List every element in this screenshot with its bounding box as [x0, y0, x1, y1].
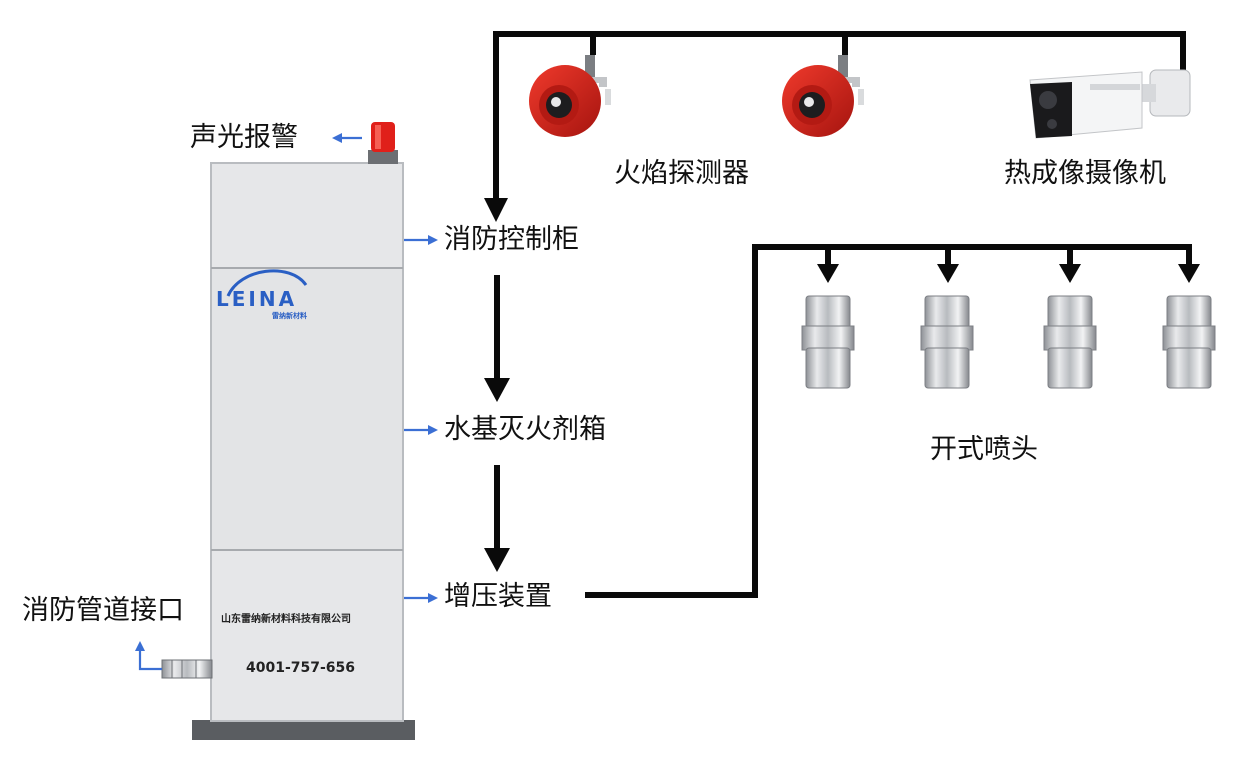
cabinet	[192, 162, 415, 740]
hotline-number: 4001-757-656	[246, 660, 356, 676]
label-flame-detector: 火焰探测器	[614, 158, 749, 189]
cabinet-bottom-section	[210, 549, 404, 722]
label-fire-control-cabinet: 消防控制柜	[444, 224, 579, 255]
label-pressurization-device: 增压装置	[444, 581, 552, 612]
logo-text: LEINA	[216, 287, 298, 311]
label-sound-light-alarm: 声光报警	[190, 122, 298, 153]
logo-subtext: 雷纳新材料	[272, 312, 307, 320]
nozzle-icon	[1043, 295, 1097, 389]
pipe-connector-icon	[161, 659, 213, 679]
arrow-to-tank-label	[404, 425, 438, 435]
arrow-to-pressurizer-label	[404, 593, 438, 603]
label-water-agent-tank: 水基灭火剂箱	[444, 414, 606, 445]
flame-detector-icon	[782, 55, 864, 137]
nozzle-icon	[1162, 295, 1216, 389]
label-thermal-camera: 热成像摄像机	[1004, 158, 1166, 189]
nozzle-icon	[920, 295, 974, 389]
alarm-beacon-icon	[368, 122, 398, 164]
cabinet-base	[192, 720, 415, 740]
company-name: 山东雷纳新材料科技有限公司	[221, 614, 351, 625]
logo-swoosh	[226, 269, 308, 297]
flame-detector-icon	[529, 55, 611, 137]
detector-bus	[484, 31, 1186, 222]
flow-tank-to-pressurizer	[484, 465, 510, 572]
nozzle-pipeline	[585, 244, 1200, 598]
blue-arrows	[135, 133, 438, 671]
cabinet-top-section	[210, 162, 404, 269]
flow-cabinet-to-tank	[484, 275, 510, 402]
arrow-down-cabinet	[484, 198, 508, 222]
thermal-camera-icon	[1029, 69, 1191, 139]
label-open-nozzle: 开式喷头	[930, 434, 1038, 465]
label-fire-pipe-interface: 消防管道接口	[22, 595, 184, 626]
arrow-to-pipe-label	[135, 641, 162, 671]
arrow-to-cabinet-label	[404, 235, 438, 245]
arrow-to-alarm-label	[332, 133, 362, 143]
nozzle-icon	[801, 295, 855, 389]
